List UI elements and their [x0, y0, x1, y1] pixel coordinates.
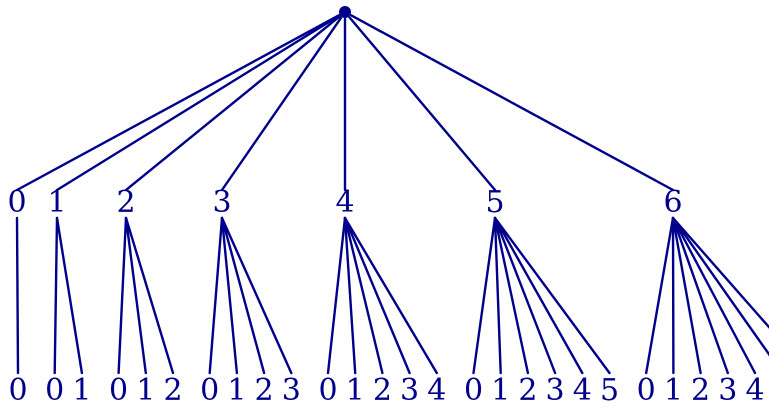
leaf-edge-6-3 [671, 216, 729, 375]
leaf-label-6-1: 1 [664, 373, 683, 408]
node-label-5: 5 [485, 185, 504, 220]
leaf-label-4-4: 4 [427, 373, 446, 408]
leaf-edge-6-2 [671, 216, 702, 375]
leaf-edge-1-0 [53, 216, 59, 375]
leaf-label-3-0: 0 [200, 373, 219, 408]
leaf-label-1-1: 1 [72, 373, 91, 408]
leaf-label-6-2: 2 [691, 373, 710, 408]
leaf-label-6-4: 4 [745, 373, 764, 408]
root-edge-0 [15, 14, 341, 192]
leaf-label-5-5: 5 [600, 373, 619, 408]
root-node-dot [339, 6, 351, 18]
leaf-label-5-2: 2 [518, 373, 537, 408]
leaf-edge-2-0 [117, 216, 128, 375]
leaf-edge-4-3 [343, 216, 411, 375]
leaf-edge-0-0 [15, 216, 20, 375]
leaf-edge-2-1 [124, 216, 148, 375]
leaf-label-5-4: 4 [573, 373, 592, 408]
root-edge-6 [349, 14, 675, 192]
leaf-label-5-0: 0 [464, 373, 483, 408]
leaf-edge-5-5 [493, 216, 611, 375]
leaf-edge-4-2 [343, 216, 384, 375]
tree-edges [15, 14, 769, 375]
leaf-label-2-1: 1 [136, 373, 155, 408]
leaf-edge-5-0 [472, 216, 497, 375]
leaf-label-5-3: 3 [546, 373, 565, 408]
leaf-edge-4-1 [343, 216, 357, 375]
root-edge-5 [348, 16, 497, 192]
leaf-edge-3-2 [220, 216, 266, 375]
leaf-edge-5-1 [493, 216, 502, 375]
leaf-edge-3-3 [220, 216, 293, 375]
node-label-0: 0 [7, 185, 26, 220]
leaf-edge-6-5 [671, 216, 769, 357]
leaf-label-2-0: 0 [109, 373, 128, 408]
leaf-label-6-0: 0 [637, 373, 656, 408]
leaf-edge-2-2 [124, 216, 175, 375]
root-edge-3 [220, 16, 343, 192]
leaf-label-5-1: 1 [491, 373, 510, 408]
leaf-edge-3-1 [220, 216, 239, 375]
leaf-label-6-3: 3 [718, 373, 737, 408]
leaf-edge-1-1 [55, 216, 84, 375]
root-edge-2 [124, 15, 341, 192]
node-label-3: 3 [212, 185, 231, 220]
node-label-2: 2 [116, 185, 135, 220]
leaf-label-3-1: 1 [227, 373, 246, 408]
leaf-edge-5-4 [493, 216, 584, 375]
leaf-edge-6-6 [671, 216, 769, 329]
leaf-edge-6-4 [671, 216, 757, 375]
leaf-edge-4-0 [326, 216, 347, 375]
leaf-label-4-3: 3 [400, 373, 419, 408]
node-label-1: 1 [47, 185, 66, 220]
root-edge-1 [55, 14, 341, 192]
leaf-edge-4-4 [343, 216, 438, 375]
leaf-label-4-1: 1 [346, 373, 365, 408]
node-label-4: 4 [335, 185, 354, 220]
leaf-label-2-2: 2 [163, 373, 182, 408]
leaf-edge-3-0 [208, 216, 224, 375]
leaf-label-0-0: 0 [8, 373, 27, 408]
leaf-label-4-2: 2 [373, 373, 392, 408]
tree-labels: 00101201230123401234501234560123456 [7, 185, 764, 408]
leaf-label-1-0: 0 [45, 373, 64, 408]
leaf-label-3-3: 3 [282, 373, 301, 408]
node-label-6: 6 [663, 185, 682, 220]
leaf-edge-5-3 [493, 216, 557, 375]
leaf-label-4-0: 0 [318, 373, 337, 408]
leaf-edge-5-2 [493, 216, 530, 375]
leaf-edge-6-0 [645, 216, 675, 375]
leaf-label-3-2: 2 [255, 373, 274, 408]
